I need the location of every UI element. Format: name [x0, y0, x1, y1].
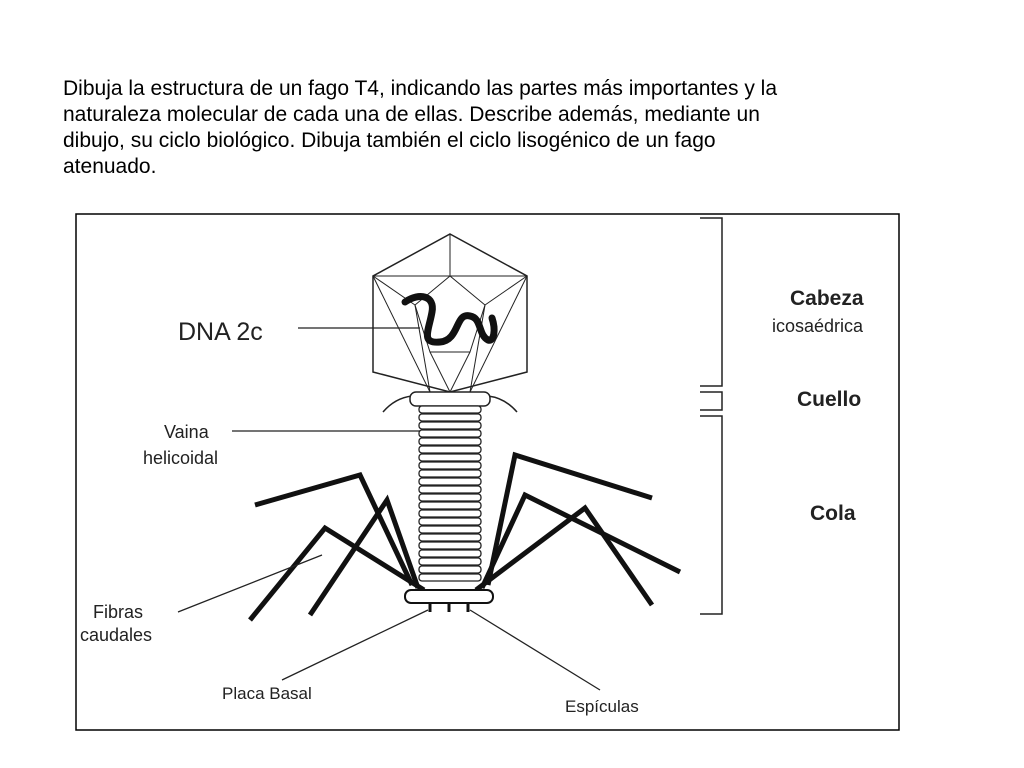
sheath-ring — [418, 533, 482, 542]
sheath-ring — [418, 541, 482, 550]
sheath-ring — [418, 565, 482, 574]
sheath-ring — [418, 477, 482, 486]
label-icosaedrica: icosaédrica — [772, 316, 864, 336]
phage-collar — [382, 391, 518, 413]
sheath-ring — [418, 525, 482, 534]
leader-lines — [177, 327, 601, 691]
sheath-ring — [418, 493, 482, 502]
sheath-ring — [418, 469, 482, 478]
instructions-line-3: dibujo, su ciclo biológico. Dibuja tambi… — [63, 129, 716, 152]
label-caudales: caudales — [80, 625, 152, 645]
sheath-ring — [418, 573, 482, 582]
diagram-frame — [75, 213, 900, 731]
instructions-text: Dibuja la estructura de un fago T4, indi… — [63, 76, 963, 180]
sheath-ring — [418, 413, 482, 422]
label-dna: DNA 2c — [178, 318, 263, 346]
sheath-ring — [418, 557, 482, 566]
sheath-ring — [418, 549, 482, 558]
sheath-ring — [418, 461, 482, 470]
sheath-ring — [418, 437, 482, 446]
label-fibras: Fibras — [93, 602, 143, 622]
sheath-ring — [418, 517, 482, 526]
sheath-ring — [418, 429, 482, 438]
sheath-ring — [418, 509, 482, 518]
sheath-ring — [418, 501, 482, 510]
label-cabeza: Cabeza — [790, 287, 864, 310]
sheath-ring — [418, 485, 482, 494]
label-cola: Cola — [810, 502, 856, 525]
sheath-ring — [418, 453, 482, 462]
label-placa-basal: Placa Basal — [222, 684, 312, 703]
sheath-ring — [418, 445, 482, 454]
tail-fibres — [248, 451, 682, 622]
dna-strand — [401, 293, 498, 346]
instructions-line-1: Dibuja la estructura de un fago T4, indi… — [63, 77, 777, 100]
label-cuello: Cuello — [797, 388, 861, 411]
label-helicoidal: helicoidal — [143, 448, 218, 468]
phage-head — [372, 233, 528, 393]
sheath-ring — [418, 421, 482, 430]
instructions-line-2: naturaleza molecular de cada una de ella… — [63, 103, 760, 126]
instructions-line-4: atenuado. — [63, 155, 157, 178]
helical-sheath — [418, 405, 482, 582]
section-brackets — [700, 217, 723, 615]
baseplate — [404, 589, 494, 612]
label-vaina: Vaina — [164, 422, 210, 442]
sheath-ring — [418, 405, 482, 414]
label-espiculas: Espículas — [565, 697, 639, 716]
